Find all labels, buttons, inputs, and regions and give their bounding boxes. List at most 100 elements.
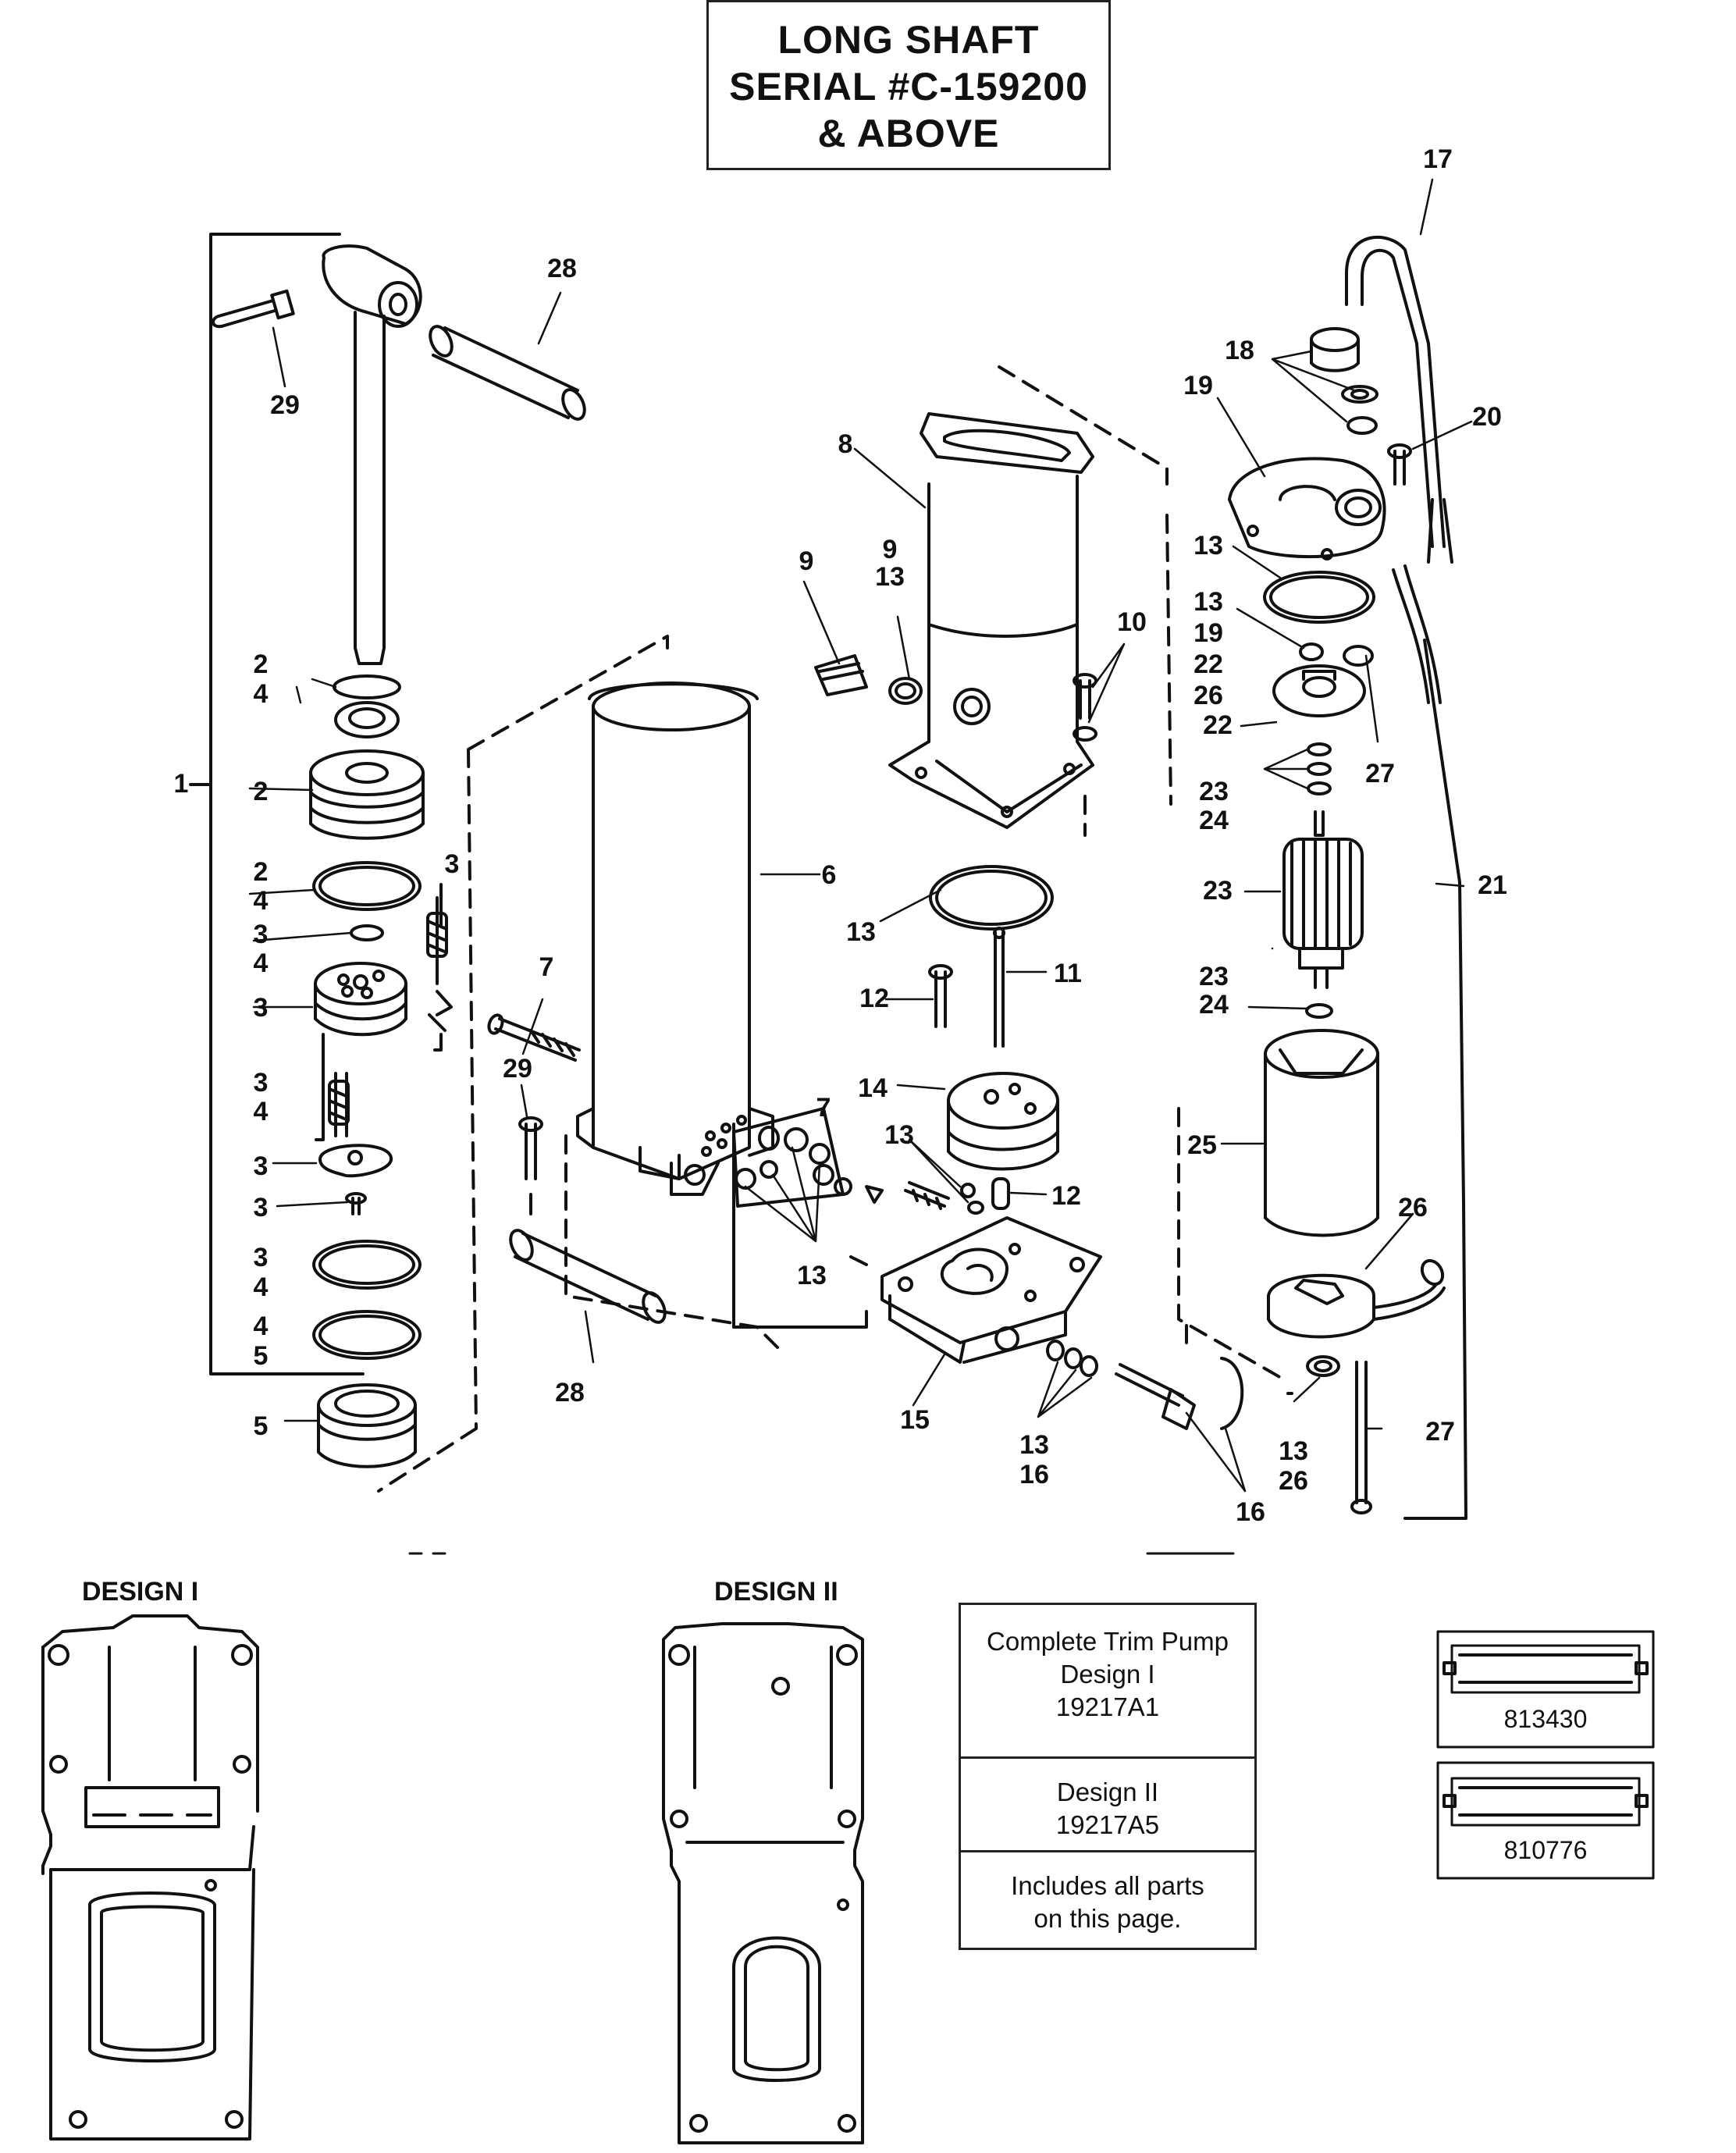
reservoir (888, 365, 1172, 837)
design-2-drawing (662, 1622, 864, 2144)
callout-label: 2 (254, 649, 269, 679)
part-number-top: 813430 (1503, 1705, 1588, 1733)
callout-label: 3 (254, 1193, 269, 1222)
callout-label: 3 (254, 1068, 269, 1098)
callout-label: 15 (900, 1405, 930, 1435)
manual-release-valve (1046, 1340, 1244, 1430)
info-text: Complete Trim Pump (987, 1627, 1229, 1656)
fill-plug (814, 654, 923, 705)
bolt-29-lower (518, 1116, 543, 1215)
callout-label: 4 (254, 679, 269, 709)
motor-assembly (1177, 235, 1467, 1520)
callout-label: 26 (1194, 681, 1223, 710)
callout-label: 22 (1203, 710, 1233, 740)
trim-cylinder (377, 635, 782, 1493)
info-text: on this page. (1033, 1904, 1182, 1933)
part-number-bottom: 810776 (1503, 1836, 1588, 1864)
callout-label: 2 (254, 777, 269, 806)
part-box-810776 (1436, 1761, 1655, 1880)
callout-label: 9 (799, 546, 814, 576)
callout-label: 19 (1183, 371, 1213, 400)
title-line-1: LONG SHAFT (777, 18, 1040, 62)
callout-label: 4 (254, 948, 269, 978)
callout-label: 5 (254, 1411, 269, 1441)
callout-label: 3 (254, 1243, 269, 1272)
callout-label: 22 (1194, 649, 1223, 679)
callout-label: 29 (503, 1054, 532, 1084)
callout-label: 3 (254, 993, 269, 1023)
callout-label: 13 (1194, 531, 1223, 560)
callout-label: 19 (1194, 618, 1223, 648)
trim-rod-assembly (189, 233, 453, 1468)
callout-label: 13 (1279, 1436, 1308, 1466)
callout-label: 7 (539, 952, 554, 982)
callout-label: 2 (254, 857, 269, 887)
pivot-pin-lower (509, 1229, 667, 1324)
callout-label: 12 (1051, 1181, 1081, 1211)
callout-label: 23 (1199, 777, 1229, 806)
callout-label: 3 (254, 1151, 269, 1181)
trim-pump-info-box: Complete Trim Pump Design I 19217A1 Desi… (959, 1603, 1257, 1950)
callout-label: 11 (1054, 959, 1082, 988)
callout-label: 17 (1423, 144, 1453, 174)
pump-14 (947, 1072, 1059, 1171)
callout-label: 9 (883, 535, 898, 564)
callout-label: 4 (254, 1097, 269, 1126)
callout-label: 27 (1365, 759, 1395, 788)
callout-label: 4 (254, 1311, 269, 1341)
title-box: LONG SHAFT SERIAL #C-159200 & ABOVE (706, 0, 1111, 170)
pivot-pin-top (429, 325, 586, 421)
callout-label: 16 (1236, 1497, 1265, 1527)
screws-10 (1073, 673, 1097, 742)
o-ring-13 (929, 865, 1054, 931)
info-cell-includes: Includes all parts on this page. (961, 1852, 1254, 1948)
callout-label: 26 (1398, 1193, 1428, 1222)
design-2-label: DESIGN II (714, 1577, 838, 1607)
callout-label: 14 (858, 1073, 888, 1103)
callout-label: 1 (174, 769, 189, 799)
callout-label: 12 (859, 984, 889, 1013)
callout-label: 23 (1203, 876, 1233, 906)
manifold (880, 1216, 1102, 1364)
callout-label: 25 (1187, 1130, 1217, 1160)
info-cell-design-2: Design II 19217A5 (961, 1759, 1254, 1852)
bolt-12 (928, 964, 953, 1028)
callout-label: 20 (1472, 402, 1502, 432)
callout-label: 3 (445, 849, 460, 879)
info-text: Includes all parts (1011, 1871, 1204, 1900)
callout-label: 13 (846, 917, 876, 947)
callout-label: 10 (1117, 607, 1147, 637)
info-cell-design-1: Complete Trim Pump Design I 19217A1 (961, 1605, 1254, 1759)
callout-label: 16 (1019, 1460, 1049, 1489)
valve-parts (732, 1107, 950, 1329)
design-1-label: DESIGN I (82, 1577, 199, 1607)
callout-label: 7 (816, 1093, 831, 1123)
callout-label: 6 (822, 860, 837, 890)
callout-label: 23 (1199, 962, 1229, 991)
info-text: Design I (1060, 1660, 1155, 1689)
callout-label: 5 (254, 1341, 269, 1371)
callout-label: 8 (838, 429, 853, 459)
callout-label: 26 (1279, 1466, 1308, 1496)
callout-label: 29 (270, 390, 300, 420)
callout-label: 13 (1194, 587, 1223, 617)
info-text: 19217A5 (1055, 1810, 1160, 1839)
callout-label: 28 (547, 254, 577, 283)
part-box-813430 (1436, 1630, 1655, 1749)
callout-label: 18 (1225, 336, 1254, 365)
design-1-drawing (41, 1614, 259, 2141)
callout-label: 4 (254, 1272, 269, 1302)
title-line-2: SERIAL #C-159200 (729, 65, 1088, 109)
callout-label: 24 (1199, 806, 1229, 835)
callout-label: 21 (1478, 870, 1507, 900)
callout-label: 13 (797, 1261, 827, 1290)
callout-label: 3 (254, 920, 269, 949)
bolt-7 (487, 1013, 581, 1062)
info-text: Design II (1056, 1778, 1159, 1806)
rod-11 (993, 927, 1005, 1048)
callout-label: 27 (1425, 1417, 1455, 1447)
callout-label: 4 (254, 886, 269, 916)
leader-lines (248, 178, 1473, 1493)
